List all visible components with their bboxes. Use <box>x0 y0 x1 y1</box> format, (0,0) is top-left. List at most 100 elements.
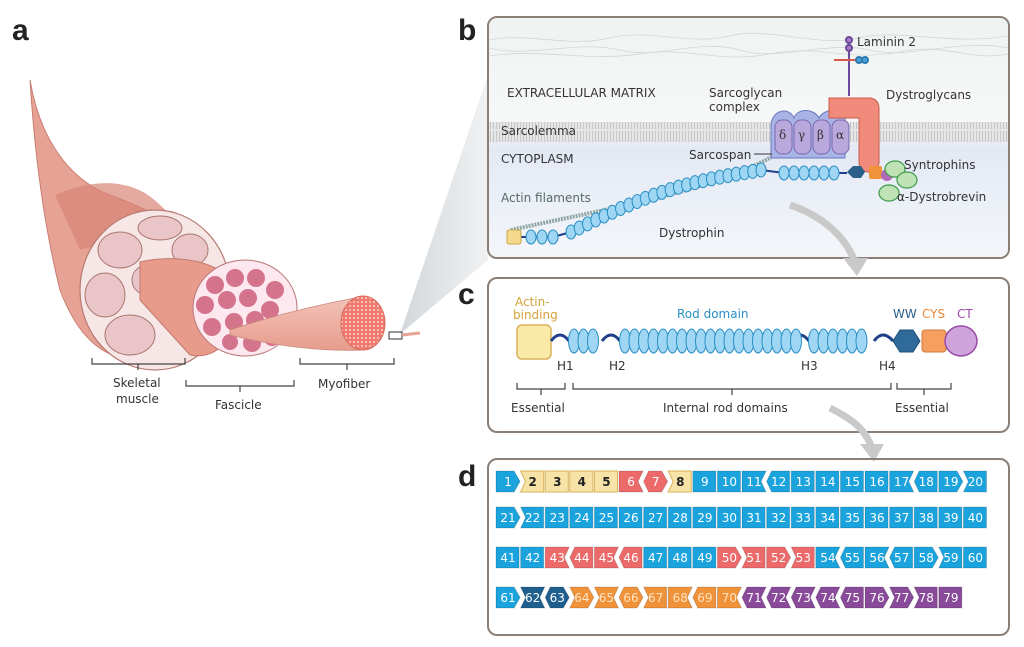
exon-29 <box>692 506 717 529</box>
panel-b-box: EXTRACELLULAR MATRIX Sarcolemma CYTOPLAS… <box>487 16 1010 259</box>
exon-label-8: 8 <box>676 475 684 489</box>
spectrin-repeat <box>525 229 537 245</box>
exon-71 <box>741 586 767 609</box>
exon-13 <box>790 470 815 493</box>
exon-46 <box>618 546 643 569</box>
exon-label-75: 75 <box>845 591 860 605</box>
exon-42 <box>520 546 545 569</box>
exon-19 <box>938 470 964 493</box>
exon-48 <box>667 546 692 569</box>
exon-11 <box>741 470 767 493</box>
label-sg-gamma: γ <box>798 128 806 142</box>
exon-21 <box>495 506 521 529</box>
exon-75 <box>839 586 864 609</box>
exon-64 <box>569 586 595 609</box>
exon-label-15: 15 <box>845 475 860 489</box>
rod-repeat <box>790 328 802 354</box>
exon-label-40: 40 <box>968 511 983 525</box>
label-laminin: Laminin 2 <box>857 35 917 49</box>
exon-16 <box>864 470 889 493</box>
exon-label-72: 72 <box>771 591 786 605</box>
actin-binding-box <box>516 324 552 360</box>
exon-55 <box>839 546 864 569</box>
exon-label-55: 55 <box>845 551 860 565</box>
exon-label-52: 52 <box>771 551 786 565</box>
label-fascicle: Fascicle <box>215 398 262 412</box>
arrow-c-to-d <box>828 404 884 462</box>
exon-44 <box>569 546 594 569</box>
exon-14 <box>815 470 840 493</box>
exon-label-12: 12 <box>771 475 786 489</box>
exon-label-11: 11 <box>746 475 761 489</box>
label-ecm: EXTRACELLULAR MATRIX <box>507 86 656 100</box>
exon-label-60: 60 <box>968 551 983 565</box>
exon-6 <box>618 470 644 493</box>
muscle-illustration <box>29 75 488 392</box>
exon-70 <box>716 586 743 609</box>
exon-27 <box>643 506 668 529</box>
exon-label-46: 46 <box>623 551 638 565</box>
exon-label-35: 35 <box>845 511 860 525</box>
exon-50 <box>716 546 743 569</box>
dystrophin-domain-diagram <box>516 324 978 395</box>
exon-label-61: 61 <box>500 591 515 605</box>
exon-label-33: 33 <box>796 511 811 525</box>
exon-label-10: 10 <box>722 475 737 489</box>
exon-30 <box>716 506 741 529</box>
spectrin-repeat <box>755 162 767 178</box>
exon-label-20: 20 <box>968 475 983 489</box>
label-sarcoglycan-line2: complex <box>709 100 760 114</box>
exon-59 <box>938 546 963 569</box>
exon-76 <box>864 586 890 609</box>
myofiber-cross-section <box>340 295 386 351</box>
exon-31 <box>741 506 766 529</box>
exon-25 <box>593 506 618 529</box>
exon-38 <box>913 506 938 529</box>
exon-35 <box>839 506 864 529</box>
exon-15 <box>839 470 864 493</box>
cys-box <box>921 329 947 353</box>
label-sg-beta: β <box>817 128 824 142</box>
exon-label-73: 73 <box>796 591 811 605</box>
exon-label-22: 22 <box>525 511 540 525</box>
exon-label-70: 70 <box>722 591 737 605</box>
exon-66 <box>618 586 644 609</box>
label-sarcoglycan-line1: Sarcoglycan <box>709 86 783 100</box>
cys-domain <box>869 166 882 179</box>
exon-label-25: 25 <box>599 511 614 525</box>
exon-39 <box>938 506 963 529</box>
zoom-cone <box>400 75 488 334</box>
exon-label-18: 18 <box>919 475 934 489</box>
exon-51 <box>741 546 766 569</box>
syntrophins <box>878 160 918 202</box>
label-h2: H2 <box>609 359 626 373</box>
label-essential-right: Essential <box>895 401 949 415</box>
exon-label-36: 36 <box>869 511 884 525</box>
exon-label-71: 71 <box>746 591 761 605</box>
label-dystrophin: Dystrophin <box>659 226 725 240</box>
panel-letter-b: b <box>458 14 477 47</box>
exon-3 <box>544 470 569 493</box>
label-sarcolemma: Sarcolemma <box>501 124 577 138</box>
label-internal-rod-domains: Internal rod domains <box>663 401 788 415</box>
exon-32 <box>766 506 791 529</box>
panel-letter-d: d <box>458 460 477 493</box>
exon-label-58: 58 <box>919 551 934 565</box>
spectrin-repeat <box>828 165 840 181</box>
spectrin-repeat <box>798 165 810 181</box>
sarcoglycan-complex <box>770 110 850 159</box>
exon-36 <box>864 506 889 529</box>
exon-40 <box>962 506 987 529</box>
laminin-2 <box>834 36 869 96</box>
exon-label-51: 51 <box>746 551 761 565</box>
exon-label-49: 49 <box>697 551 712 565</box>
exon-label-17: 17 <box>894 475 909 489</box>
exon-8 <box>667 470 692 493</box>
exon-61 <box>495 586 521 609</box>
rod-repeat <box>855 328 868 354</box>
label-ww: WW <box>893 307 917 321</box>
exon-74 <box>815 586 841 609</box>
exon-label-66: 66 <box>623 591 638 605</box>
